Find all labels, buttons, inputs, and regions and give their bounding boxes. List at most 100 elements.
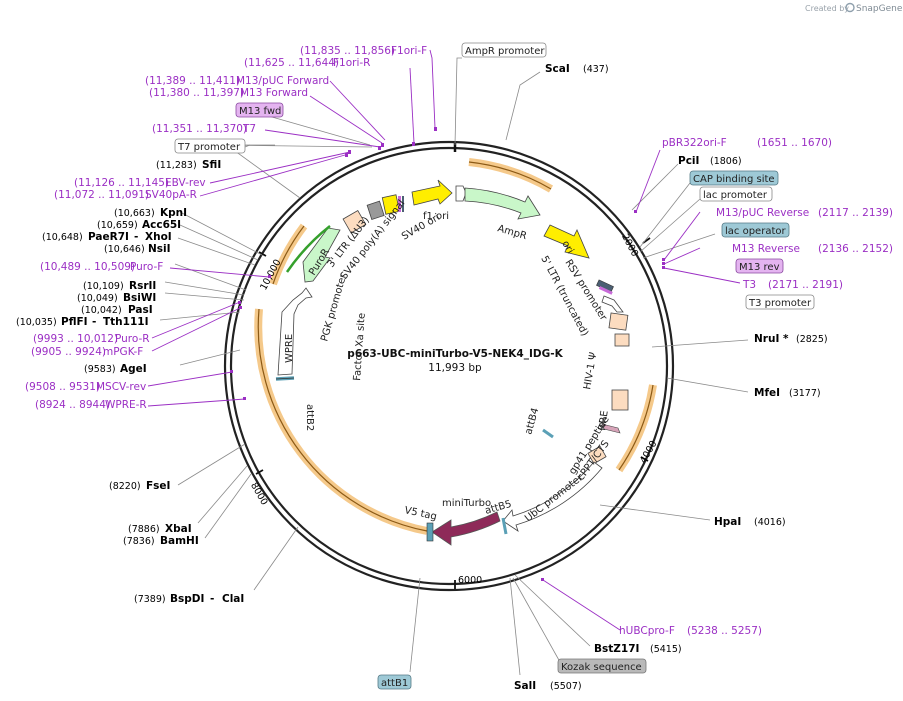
enzyme-bspdi-pos: (7389) [134,594,166,605]
primer-f1ori-r-range: (11,625 .. 11,644) [244,57,339,69]
enzyme-kpni: KpnI [160,207,187,219]
enzyme-xbai: XbaI [165,523,192,535]
box-m13-fwd-label: M13 fwd [239,106,281,117]
enzyme-bspdi-sep: - [210,593,214,605]
box-cap-site-label: CAP binding site [693,174,775,185]
primer-sv40pa-r: SV40pA-R [145,189,197,201]
primer-leader-lines [147,49,741,631]
primer-hubcpro-f: hUBCpro-F [619,625,675,637]
m13-fwd-glyph [402,196,404,212]
primer-mpgk-f-range: (9905 .. 9924) [31,346,106,358]
label-attb4: attB4 [523,407,541,436]
primer-wpre-r: WPRE-R [105,399,147,411]
box-ampr-promoter [461,42,547,58]
sv40ori-glyph [381,194,400,215]
primer-mscv-rev: MSCV-rev [96,381,146,393]
primer-m13puc-fwd: M13/pUC Forward [236,75,329,87]
label-ltr5: 5' LTR (truncated) [538,254,590,338]
ampr-arrow [464,187,541,220]
primer-m13-rev-range: (2136 .. 2152) [818,243,893,255]
primer-m13puc-fwd-range: (11,389 .. 11,411) [145,75,240,87]
box-m13-fwd [235,102,284,118]
enzyme-mfei: MfeI [754,387,780,399]
enzyme-nrui: NruI * [754,333,789,345]
ubc-promoter-arrow [502,461,603,532]
enzyme-paer7i: PaeR7I [88,231,129,243]
enzyme-xhoi: XhoI [145,231,172,243]
boxed-labels: AmpR promoter M13 fwd T7 promoter CAP bi… [174,42,815,690]
primer-sv40pa-r-range: (11,072 .. 11,091) [54,189,149,201]
primer-t3: T3 [742,279,756,291]
primer-labels: (11,835 .. 11,856) F1ori-F (11,625 .. 11… [25,45,893,637]
enzyme-mfei-pos: (3177) [789,388,821,399]
primer-mscv-rev-range: (9508 .. 9531) [25,381,100,393]
enzyme-pflfi-sep: - [92,316,96,328]
primer-t7: T7 [242,123,256,135]
enzyme-hpai-pos: (4016) [754,517,786,528]
feature-glyphs [275,179,630,546]
enzyme-pasi: PasI [128,304,153,316]
gp41-glyph [601,423,621,434]
label-rre: RRE [597,410,611,432]
f1-ori-arrow [411,179,453,206]
puror-primer-arc [285,225,331,273]
primer-ebv-rev: EBV-rev [165,177,206,189]
enzyme-pasi-pos: (10,042) [81,305,122,316]
primer-m13-fwd-range: (11,380 .. 11,397) [149,87,244,99]
attb4-glyph [542,428,554,439]
rre-glyph [611,389,629,411]
label-attb2: attB2 [304,404,315,431]
box-cap-site [689,170,779,186]
credit-label: Created by [805,4,849,13]
enzyme-xbai-pos: (7886) [128,524,160,535]
enzyme-sali: SalI [514,680,536,692]
box-attb1 [377,674,412,690]
box-lac-operator-label: lac operator [725,226,786,237]
enzyme-acc65i-pos: (10,659) [97,220,138,231]
enzyme-fsei-pos: (8220) [109,481,141,492]
enzyme-tth111i: Tth111I [103,316,148,328]
enzyme-acc65i: Acc65I [142,219,181,231]
primer-ebv-rev-range: (11,126 .. 11,145) [74,177,169,189]
box-attb1-label: attB1 [381,678,408,689]
rsv-promoter-arrow [601,295,624,313]
enzyme-scai-pos: (437) [583,64,609,75]
box-m13-rev [735,258,784,274]
enzyme-sfii-pos: (11,283) [156,160,197,171]
box-m13-rev-label: M13 rev [739,262,780,273]
primer-puro-r-range: (9993 .. 10,012) [33,333,118,345]
enzyme-sfii: SfiI [202,159,221,171]
primer-puro-f-range: (10,489 .. 10,509) [40,261,135,273]
primer-m13puc-rev: M13/pUC Reverse [716,207,809,219]
enzyme-nsii-pos: (10,646) [104,244,145,255]
ori-arrow [543,224,590,259]
enzyme-bspdi: BspDI [170,593,204,605]
primer-m13puc-rev-range: (2117 .. 2139) [818,207,893,219]
primer-mpgk-f: mPGK-F [103,346,143,358]
enzyme-clai: ClaI [222,593,244,605]
puror-arrow [302,227,341,283]
primer-pbr322ori-f-range: (1651 .. 1670) [757,137,832,149]
enzyme-bsiwi-pos: (10,049) [77,293,118,304]
label-pgk: PGK promoter [319,272,349,343]
box-t7-promoter [174,138,246,154]
primer-f1ori-r: F1ori-R [333,57,370,69]
box-t3-promoter-label: T3 promoter [748,298,812,309]
enzyme-scai: ScaI [545,63,570,75]
primer-f1ori-f: F1ori-F [391,45,427,57]
enzyme-rsrii: RsrII [129,280,156,292]
brand-label: SnapGene [856,4,903,14]
enzyme-pcii: PciI [678,155,699,167]
label-wpre: WPRE [284,334,295,363]
ampr-promoter-glyph [455,185,467,202]
backbone-outer [223,140,675,592]
enzyme-agei-pos: (9583) [84,364,116,375]
label-miniturbo: miniTurbo [442,498,491,509]
primer-m13-fwd: M13 Forward [240,87,308,99]
primer-m13-rev: M13 Reverse [732,243,800,255]
enzyme-bstz17i-pos: (5415) [650,644,682,655]
box-kozak-label: Kozak sequence [561,662,642,673]
attb5-glyph [501,517,508,535]
enzyme-nsii: NsiI [148,243,171,255]
